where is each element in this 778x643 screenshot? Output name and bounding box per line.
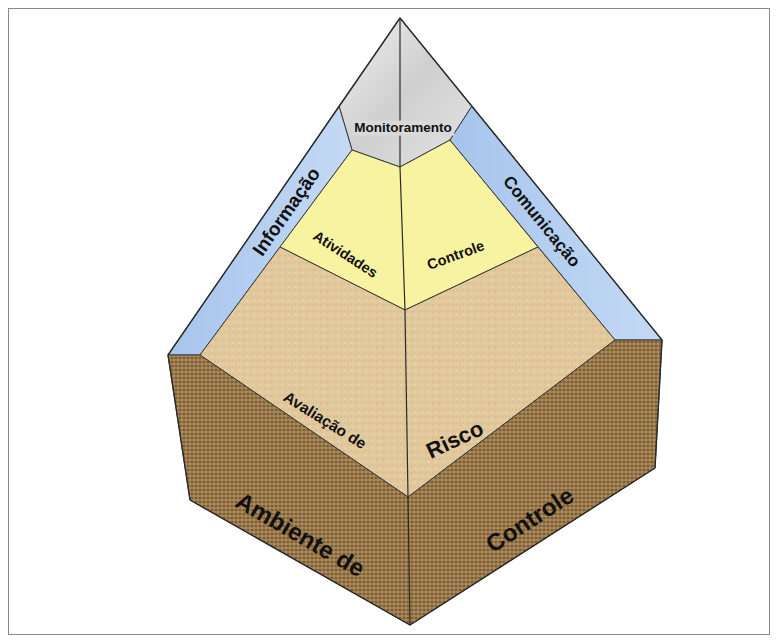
layer-label: Monitoramento (352, 121, 454, 136)
front-edge (400, 18, 410, 625)
pyramid-layer: Ambiente deControle (168, 340, 662, 625)
pyramid-outline (168, 18, 662, 625)
layer-shape (168, 340, 662, 625)
